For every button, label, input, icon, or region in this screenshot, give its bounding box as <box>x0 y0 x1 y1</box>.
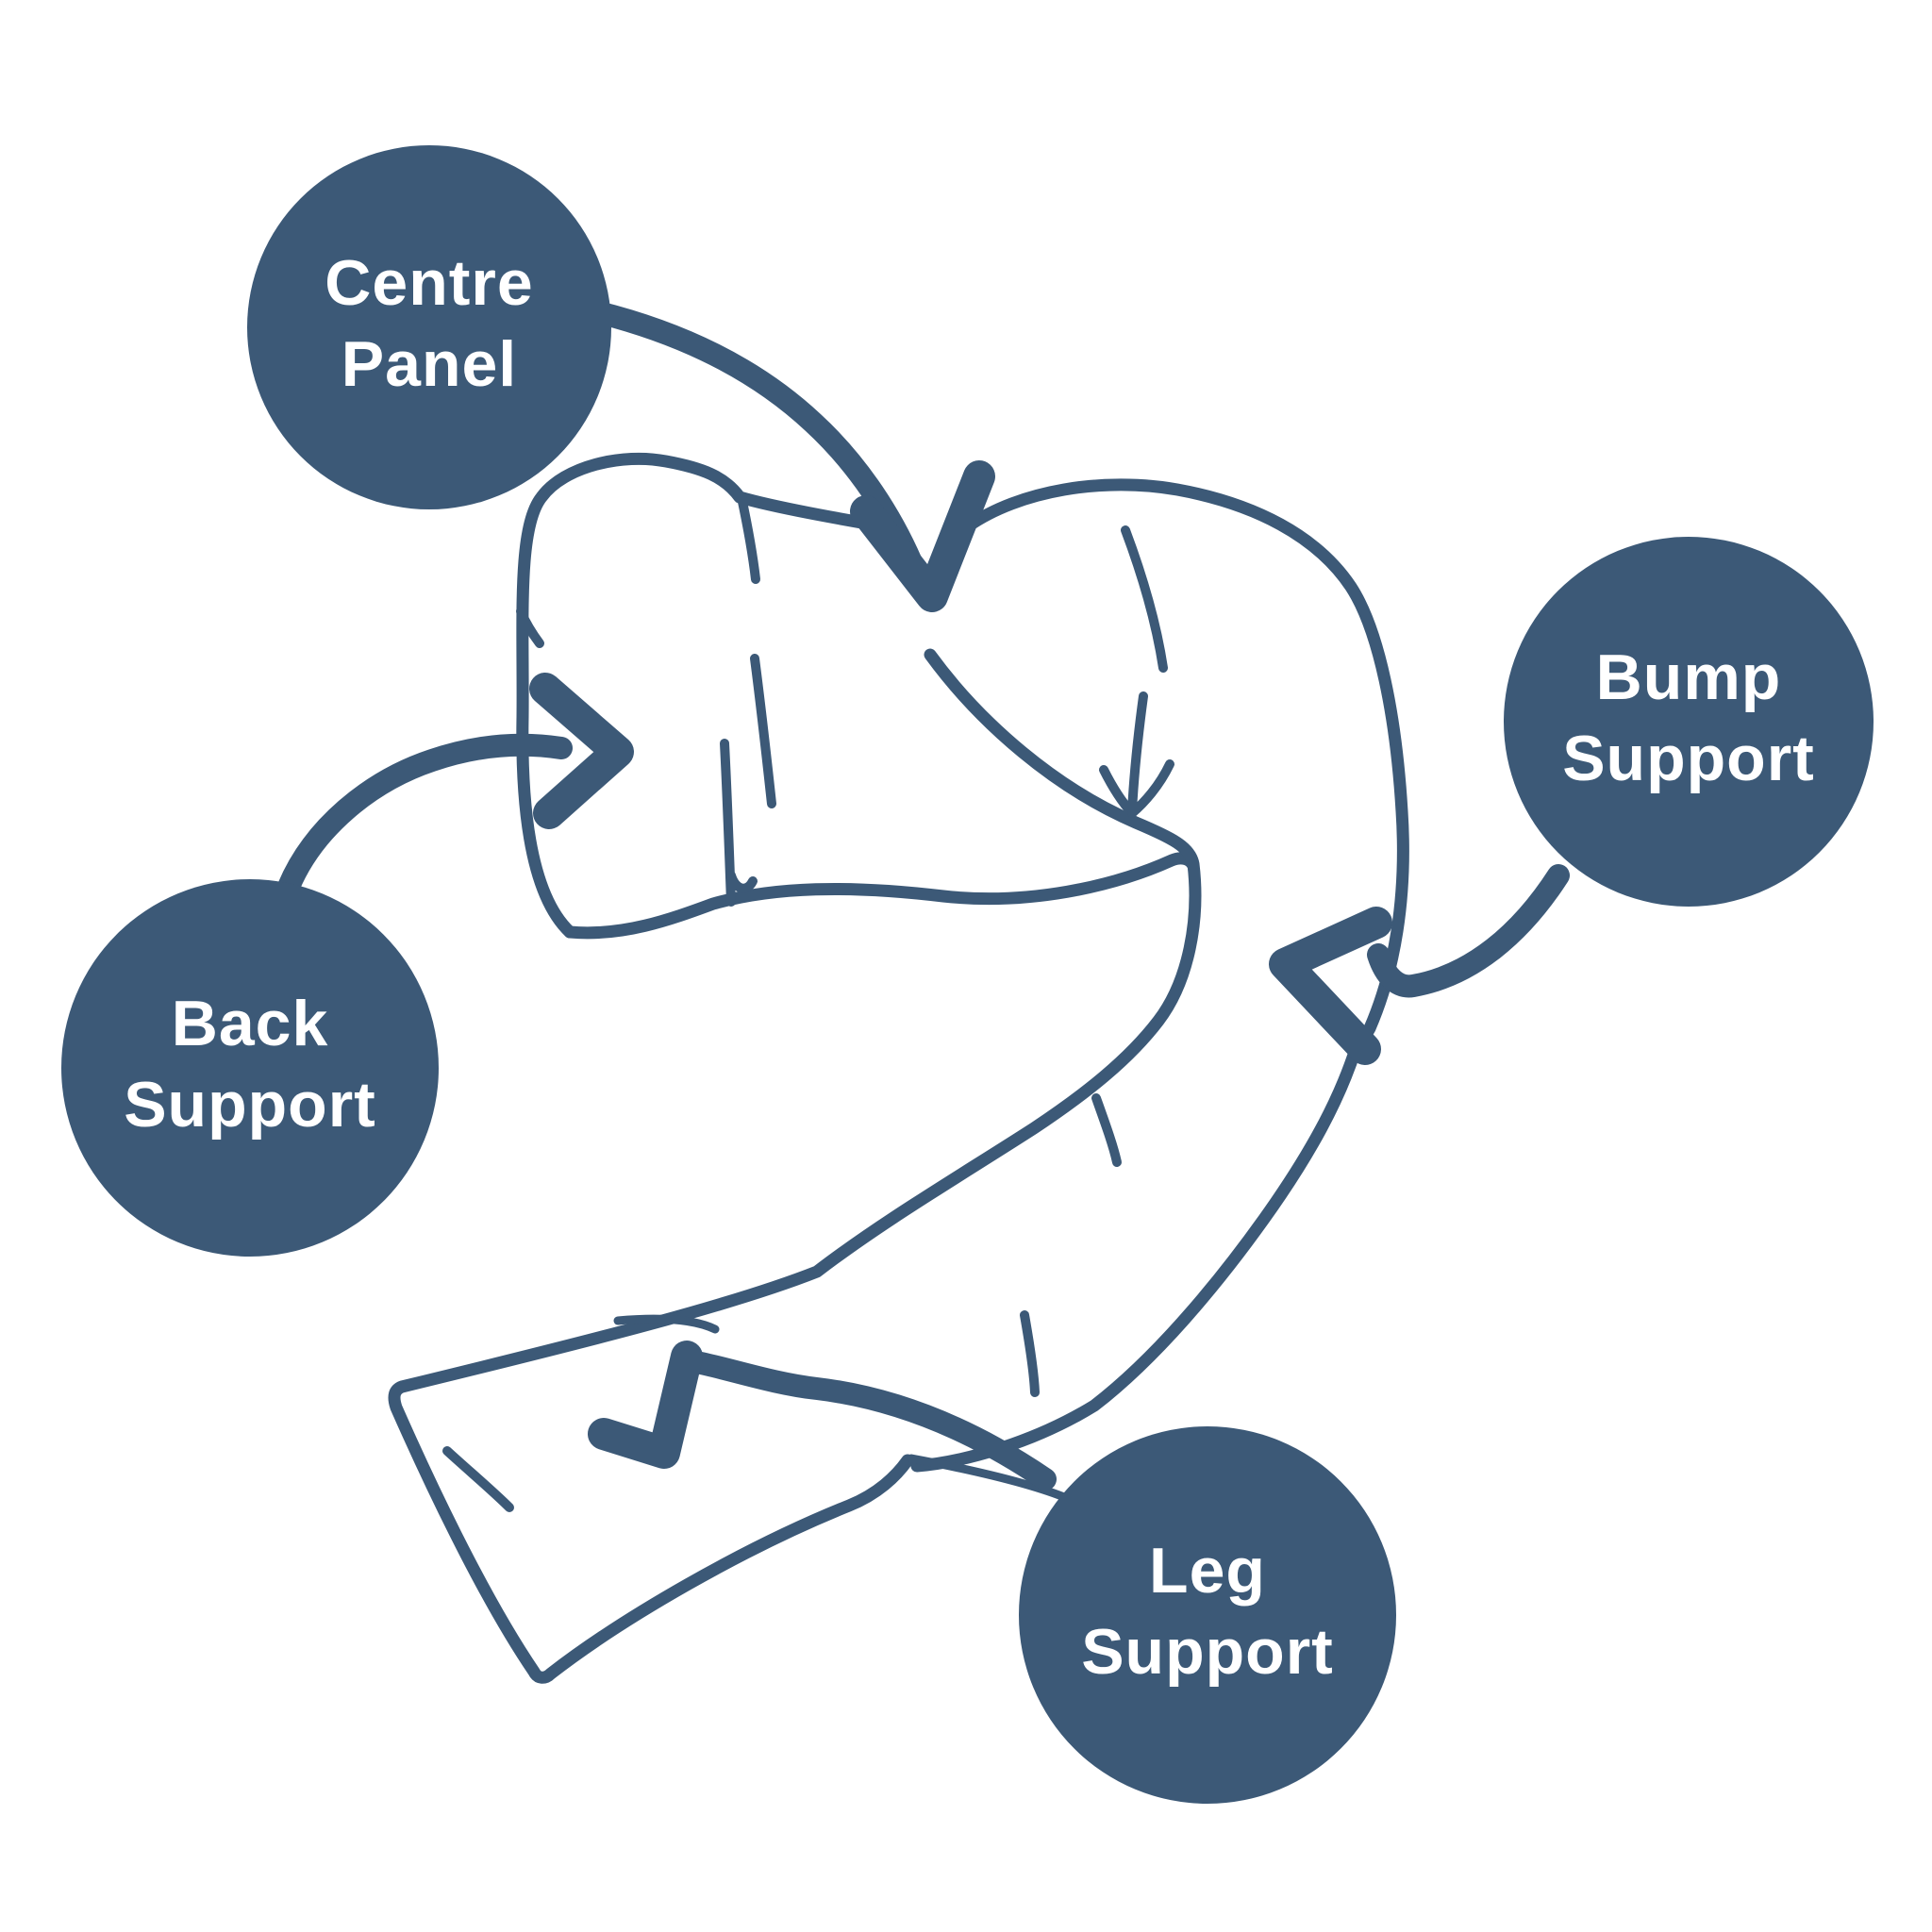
bump-support-label-circle <box>1504 537 1874 907</box>
bump-support-arrow <box>1269 864 1570 1065</box>
centre-panel-arrow <box>583 300 995 612</box>
pillow-crease-arm-top <box>1121 525 1168 673</box>
centre-panel-label-circle <box>247 145 611 509</box>
pillow-crease-top-notch <box>737 492 760 584</box>
leg-support-label: Leg Support <box>1019 1426 1396 1804</box>
pillow-arm-outer-edge <box>961 478 1409 1054</box>
pillow-crease-left-small <box>516 607 544 648</box>
centre-panel-label-line2: Panel <box>341 328 517 400</box>
pillow-crease-centre <box>750 654 776 808</box>
inner-sketch-arrow-shaft <box>1127 691 1148 816</box>
centre-panel-label-line1: Centre <box>325 247 533 319</box>
flap-crease <box>442 1446 514 1512</box>
pillow-crease-tail-lower <box>1020 1310 1040 1397</box>
pillow-panel-left-top-edge <box>516 452 901 939</box>
leg-support-arrow-tail <box>685 1351 1057 1491</box>
pillow-illustration <box>388 452 1409 1684</box>
inner-sketch-arrow-barb-right <box>1127 759 1174 818</box>
pillow-inner-sketch-arrow <box>1099 691 1174 818</box>
pillow-crease-bottom-left-hook <box>726 871 758 893</box>
leg-support-arrowhead-icon <box>588 1341 703 1469</box>
pointer-arrows <box>277 300 1570 1491</box>
bump-support-arrowhead-icon <box>1269 907 1392 1065</box>
bump-support-label-line2: Support <box>1562 723 1815 794</box>
back-support-arrowhead-icon <box>529 673 634 829</box>
leg-support-label-circle <box>1019 1426 1396 1804</box>
pillow-panel-bottom-edge <box>563 852 1199 940</box>
back-support-label-line1: Back <box>172 988 329 1059</box>
centre-panel-label: Centre Panel <box>247 145 611 509</box>
label-circles: Centre Panel Back Support Bump <box>61 145 1874 1804</box>
leg-support-arrow <box>588 1341 1057 1491</box>
centre-panel-arrowhead-icon <box>850 460 995 612</box>
flap-top-edge-flick <box>613 1314 720 1334</box>
tail-tie-flick <box>907 1454 1074 1504</box>
bump-support-arrow-tail <box>1367 864 1570 998</box>
back-support-label-circle <box>61 879 439 1257</box>
pillow-tail-right-edge <box>910 1042 1362 1473</box>
back-support-label-line2: Support <box>124 1069 376 1141</box>
back-support-arrow <box>277 673 634 898</box>
back-support-label: Back Support <box>61 879 439 1257</box>
leg-support-label-line2: Support <box>1081 1616 1334 1688</box>
pillow-crease-tail-kink <box>1091 1093 1122 1167</box>
bump-support-label: Bump Support <box>1504 537 1874 907</box>
bump-support-label-line1: Bump <box>1596 641 1782 713</box>
leg-support-label-line1: Leg <box>1149 1535 1266 1607</box>
back-support-arrow-tail <box>277 733 573 898</box>
pillow-inner-edge-and-flap <box>388 648 1202 1684</box>
